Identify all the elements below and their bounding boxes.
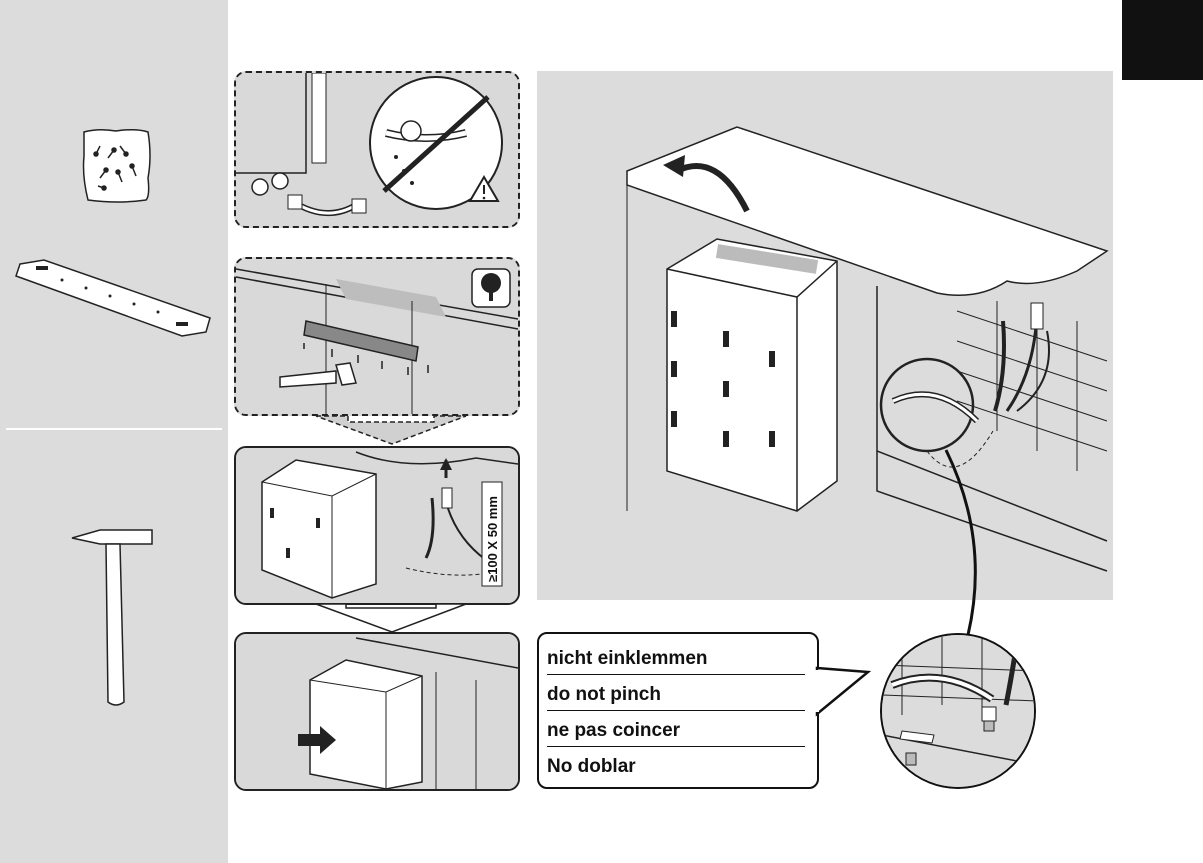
- mount-plate-illustration: [236, 259, 518, 414]
- hammer-icon: [70, 526, 160, 710]
- page-tab-marker: [1122, 0, 1203, 80]
- caution-label-box: nicht einklemmen do not pinch ne pas coi…: [537, 632, 819, 789]
- step-route-hoses: ≥100 X 50 mm: [234, 446, 520, 605]
- push-in-illustration: [236, 634, 518, 789]
- step-push-in: [234, 632, 520, 791]
- sidebar-divider: [6, 428, 222, 430]
- step-mount-plate: [234, 257, 520, 416]
- caution-label-de: nicht einklemmen: [547, 648, 805, 675]
- mounting-plate-icon: [14, 258, 214, 338]
- caution-label-es: No doblar: [547, 756, 805, 782]
- dishwasher-installation-drawing: [537, 71, 1113, 600]
- pinch-detail-illustration: [882, 635, 1036, 789]
- zoom-detail-circle: [880, 633, 1036, 789]
- main-installation-illustration: [537, 71, 1113, 600]
- screws-packet-icon: [78, 126, 154, 206]
- caution-label-en: do not pinch: [547, 684, 805, 711]
- step-water-connection: [234, 71, 520, 228]
- opening-dimension-label: ≥100 X 50 mm: [485, 496, 500, 582]
- route-hoses-illustration: ≥100 X 50 mm: [236, 448, 518, 603]
- caution-label-fr: ne pas coincer: [547, 720, 805, 747]
- water-hose-illustration: [236, 73, 518, 226]
- tree-icon: [472, 269, 510, 307]
- parts-sidebar: [0, 0, 228, 863]
